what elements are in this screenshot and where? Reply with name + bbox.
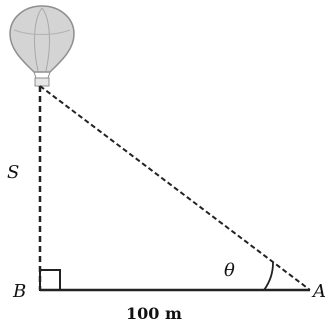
hypotenuse-line	[39, 85, 311, 291]
vertex-a-label: A	[311, 281, 326, 302]
right-angle-marker	[39, 269, 61, 291]
base-length-label: 100 m	[126, 304, 182, 323]
vertex-b-label: B	[12, 281, 26, 302]
hot-air-balloon-icon	[9, 5, 75, 87]
angle-theta-label: θ	[224, 260, 235, 281]
angle-arc	[263, 261, 274, 291]
side-s-label: S	[7, 162, 19, 183]
